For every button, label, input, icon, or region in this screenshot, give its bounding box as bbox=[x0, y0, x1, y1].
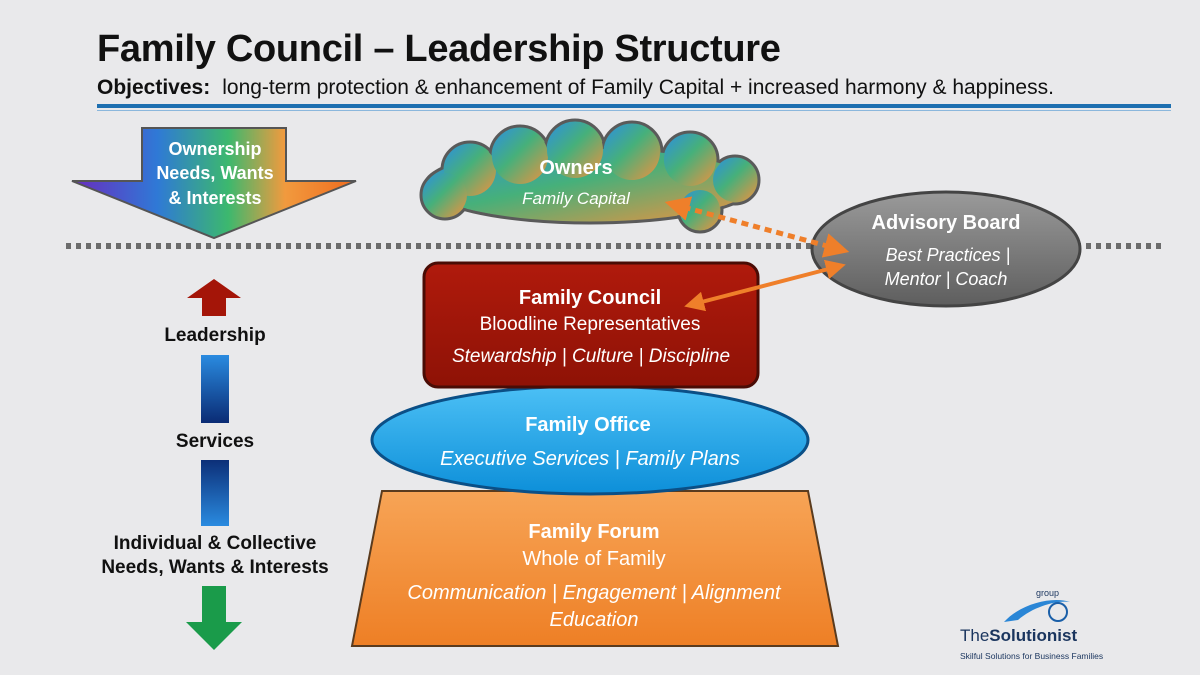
family-council-items: Stewardship | Culture | Discipline bbox=[452, 346, 730, 367]
page-title: Family Council – Leadership Structure bbox=[97, 28, 781, 70]
owners-title: Owners bbox=[539, 157, 612, 179]
logo-the: The bbox=[960, 626, 990, 645]
solutionist-swoosh-icon bbox=[1004, 600, 1070, 622]
family-forum-title: Family Forum bbox=[528, 521, 659, 543]
logo-name: Solutionist bbox=[989, 626, 1078, 645]
advisory-board-line2: Mentor | Coach bbox=[885, 269, 1008, 289]
logo-group-text: group bbox=[1036, 588, 1060, 598]
family-forum-subtitle: Whole of Family bbox=[522, 548, 665, 570]
owners-advisory-connector bbox=[664, 196, 850, 258]
family-council-block: Family Council Bloodline Representatives… bbox=[422, 261, 760, 389]
advisory-board-title: Advisory Board bbox=[872, 212, 1021, 234]
ownership-arrow-line1: Ownership bbox=[168, 139, 261, 159]
family-office-block: Family Office Executive Services | Famil… bbox=[370, 384, 810, 496]
family-forum-items-1: Communication | Engagement | Alignment bbox=[407, 582, 782, 604]
council-advisory-connector bbox=[684, 259, 846, 312]
objectives-label: Objectives: bbox=[97, 76, 211, 99]
header-rule-thin bbox=[97, 110, 1171, 111]
ownership-arrow: Ownership Needs, Wants & Interests bbox=[71, 127, 357, 240]
logo-tagline: Skilful Solutions for Business Families bbox=[960, 651, 1104, 661]
objectives-line: Objectives: long-term protection & enhanc… bbox=[97, 76, 1054, 100]
ownership-arrow-line2: Needs, Wants bbox=[156, 163, 273, 183]
family-office-items: Executive Services | Family Plans bbox=[440, 448, 740, 470]
objectives-text: long-term protection & enhancement of Fa… bbox=[222, 76, 1054, 99]
services-upper-bar bbox=[201, 355, 229, 423]
advisory-board-line1: Best Practices | bbox=[886, 245, 1011, 265]
family-forum-items-2: Education bbox=[550, 609, 639, 631]
leadership-label: Leadership bbox=[164, 325, 266, 346]
services-lower-bar bbox=[201, 460, 229, 526]
family-forum-block: Family Forum Whole of Family Communicati… bbox=[350, 490, 840, 647]
family-office-title: Family Office bbox=[525, 414, 651, 436]
leadership-up-arrow-icon bbox=[187, 279, 241, 316]
owners-subtitle: Family Capital bbox=[522, 189, 631, 208]
needs-label-line1: Individual & Collective bbox=[113, 533, 317, 554]
family-council-subtitle: Bloodline Representatives bbox=[480, 314, 701, 335]
needs-label-line2: Needs, Wants & Interests bbox=[101, 557, 329, 578]
family-council-title: Family Council bbox=[519, 287, 661, 309]
services-label: Services bbox=[175, 431, 255, 452]
advisory-board-oval: Advisory Board Best Practices | Mentor |… bbox=[810, 190, 1082, 308]
header-rule bbox=[97, 104, 1171, 108]
logo-wordmark: TheSolutionist bbox=[960, 626, 1077, 646]
needs-down-arrow-icon bbox=[186, 586, 242, 650]
ownership-arrow-line3: & Interests bbox=[168, 188, 261, 208]
